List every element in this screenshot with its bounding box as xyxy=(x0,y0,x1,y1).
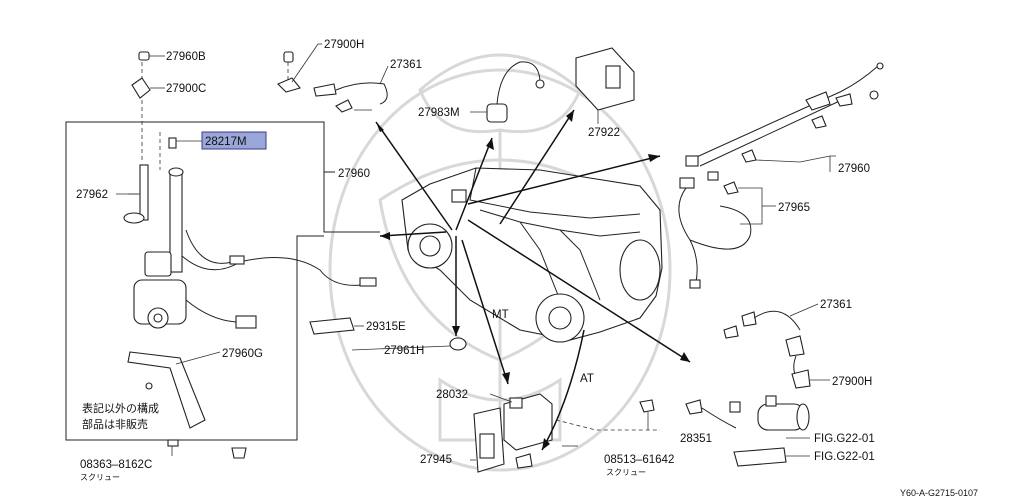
label-27960-right: 27960 xyxy=(838,163,870,175)
note-line-2: 部品は非販売 xyxy=(82,417,148,431)
label-27961h: 27961H xyxy=(384,345,424,357)
part-27965-harness xyxy=(678,171,776,289)
label-fig-1: FIG.G22-01 xyxy=(814,433,875,445)
label-27922: 27922 xyxy=(588,127,620,139)
label-27361-right: 27361 xyxy=(820,299,852,311)
part-27922-switch xyxy=(575,47,635,124)
leader-lines xyxy=(128,109,578,461)
part-27983m xyxy=(470,61,545,123)
label-27361-top: 27361 xyxy=(390,59,422,71)
label-27960b: 27960B xyxy=(166,51,206,63)
label-27960-left: 27960 xyxy=(338,168,370,180)
left-group-frame xyxy=(65,121,380,441)
label-28032: 28032 xyxy=(436,389,468,401)
label-mt: MT xyxy=(492,309,509,321)
reference-arrows xyxy=(375,109,691,451)
vehicle-outline xyxy=(401,167,663,343)
label-27900c: 27900C xyxy=(166,83,206,95)
label-at: AT xyxy=(580,373,594,385)
amplifier-unit xyxy=(473,393,660,473)
label-27900h-top: 27900H xyxy=(324,39,364,51)
label-08363: 08363–8162C xyxy=(80,459,152,471)
part-27961h xyxy=(449,337,467,351)
label-27962: 27962 xyxy=(76,189,108,201)
label-27983m: 27983M xyxy=(418,107,460,119)
note-line-1: 表記以外の構成 xyxy=(82,401,159,415)
label-27965: 27965 xyxy=(778,202,810,214)
label-fig-2: FIG.G22-01 xyxy=(814,451,875,463)
label-28217m[interactable]: 28217M xyxy=(205,136,247,148)
speaker-cable-assembly-top xyxy=(277,43,389,113)
label-08513: 08513–61642 xyxy=(604,454,674,466)
antenna-motor-assembly xyxy=(116,51,377,459)
label-27960g: 27960G xyxy=(222,348,263,360)
label-screw-right: スクリュー xyxy=(606,468,646,477)
label-27900h-right: 27900H xyxy=(832,376,872,388)
footer-code: Y60-A-G2715-0107 xyxy=(900,488,978,498)
label-28351: 28351 xyxy=(680,433,712,445)
highlight-28217m[interactable] xyxy=(201,131,267,150)
label-27945: 27945 xyxy=(420,454,452,466)
label-29315e: 29315E xyxy=(366,321,406,333)
right-antenna-cable xyxy=(685,62,884,172)
right-lower-assembly xyxy=(685,303,830,467)
label-screw-left: スクリュー xyxy=(80,473,120,482)
